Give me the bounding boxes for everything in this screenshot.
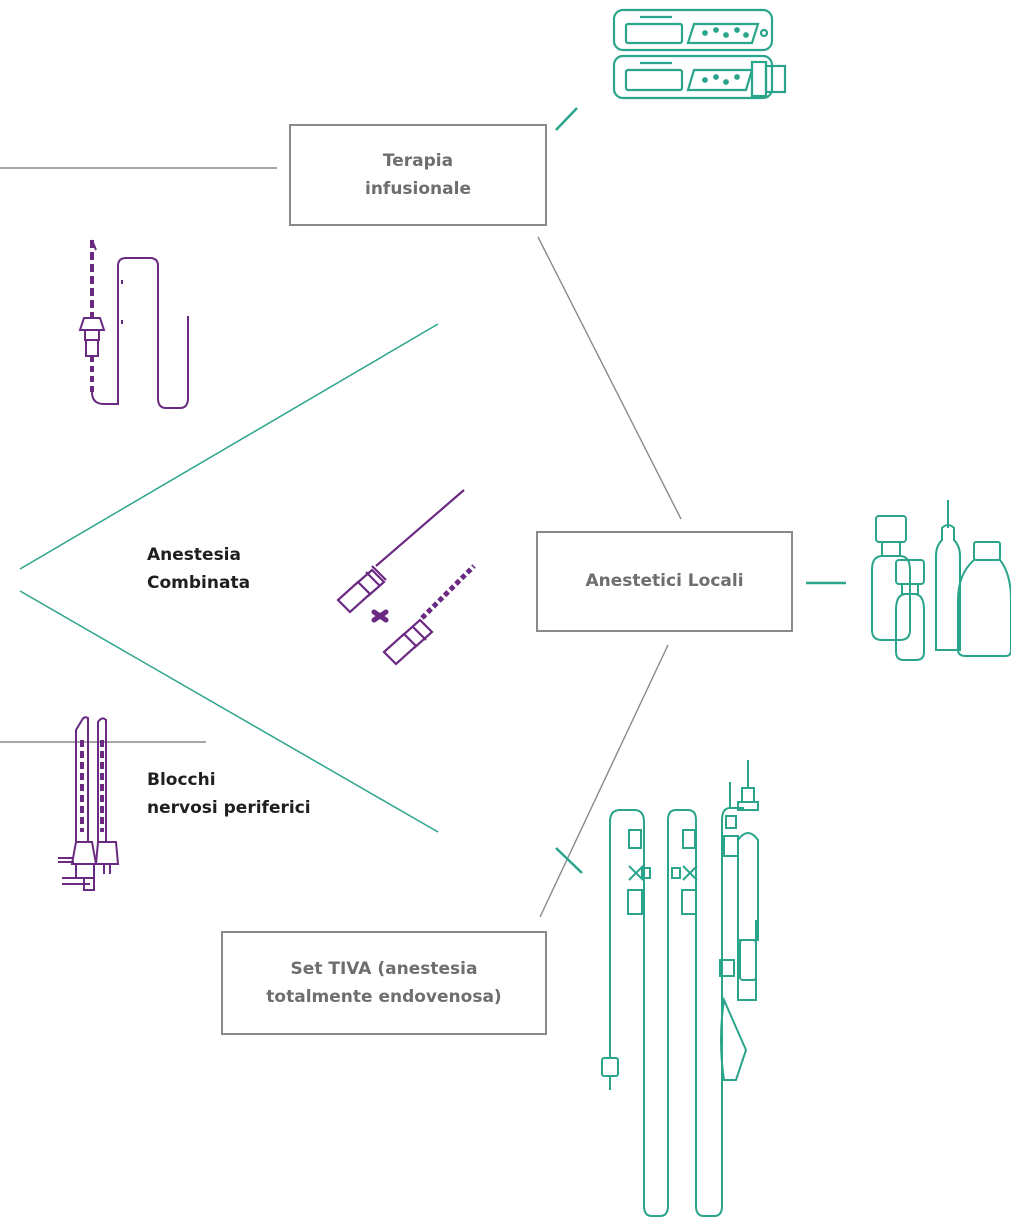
node-anestetici-line1: Anestetici Locali <box>585 571 744 592</box>
node-terapia-infusionale: Terapia infusionale <box>289 124 547 226</box>
wedge-line-lower <box>19 590 439 833</box>
wedge-line-upper <box>19 323 439 570</box>
node-terapia-line2: infusionale <box>365 179 471 199</box>
connector-anestetici-tiva <box>539 644 669 918</box>
label-anestesia-combinata: Anestesia Combinata <box>147 541 250 597</box>
label-blocchi-line2: nervosi periferici <box>147 798 311 819</box>
connector-terapia-anestetici <box>537 236 682 520</box>
label-combinata-line2: Combinata <box>147 573 251 594</box>
node-set-tiva: Set TIVA (anestesia totalmente endovenos… <box>221 931 547 1035</box>
node-tiva-line2: totalmente endovenosa) <box>266 987 502 1007</box>
node-terapia-line1: Terapia <box>382 150 454 171</box>
combined-needles-icon <box>336 489 476 666</box>
nerve-block-needles-icon <box>58 716 120 891</box>
tick-tiva-set <box>555 847 583 874</box>
node-tiva-line1: Set TIVA (anestesia <box>290 958 478 979</box>
tiva-infusion-set-icon <box>601 760 759 1217</box>
epidural-catheter-icon <box>78 239 189 409</box>
infusion-pumps-icon <box>612 8 787 100</box>
tick-pumps <box>555 107 578 131</box>
label-combinata-line1: Anestesia <box>147 545 241 565</box>
label-blocchi-nervosi: Blocchi nervosi periferici <box>147 766 311 822</box>
label-blocchi-line1: Blocchi <box>147 770 216 790</box>
local-anesthetic-vials-icon <box>871 500 1011 661</box>
node-anestetici-locali: Anestetici Locali <box>536 531 793 632</box>
